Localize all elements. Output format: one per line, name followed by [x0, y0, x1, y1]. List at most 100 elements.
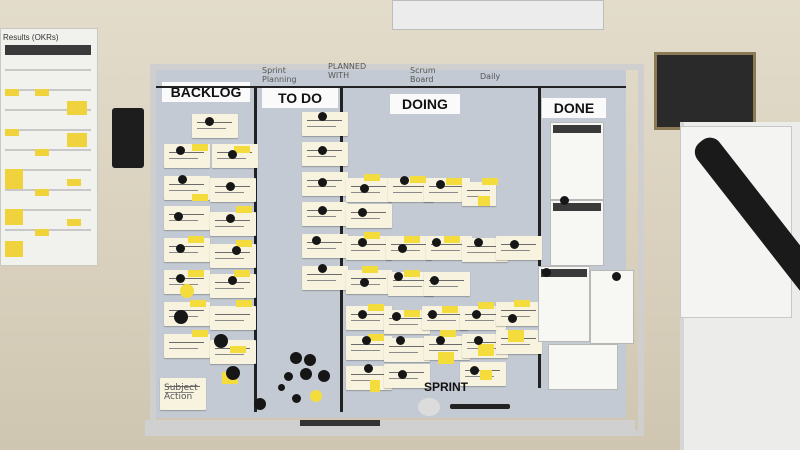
magnet [174, 212, 183, 221]
wall-speaker [112, 108, 144, 168]
magnet [400, 176, 409, 185]
magnet [176, 146, 185, 155]
okr-yellow-chip [35, 149, 49, 156]
okr-yellow-chip [67, 101, 87, 115]
magnet [232, 246, 241, 255]
okr-yellow-chip [5, 209, 23, 225]
okr-row [5, 209, 91, 211]
yellow-tab [404, 236, 420, 243]
doing-note [384, 338, 430, 362]
magnet [178, 175, 187, 184]
yellow-tab [234, 270, 250, 277]
smiley-magnet-icon [310, 390, 322, 402]
column-header-todo: TO DO [262, 88, 338, 108]
magnet [612, 272, 621, 281]
handwritten-daily: Daily [480, 72, 501, 81]
doing-note [496, 236, 542, 260]
magnet [226, 214, 235, 223]
magnet [508, 314, 517, 323]
magnet [290, 352, 302, 364]
eraser [418, 398, 440, 416]
magnet [474, 238, 483, 247]
yellow-tab [444, 236, 460, 243]
doing-note [346, 270, 392, 294]
okr-yellow-chip [5, 129, 19, 136]
magnet [436, 180, 445, 189]
framed-poster [654, 52, 756, 130]
magnet [392, 312, 401, 321]
magnet [360, 184, 369, 193]
magnet [398, 244, 407, 253]
done-document [550, 200, 604, 266]
magnet [174, 310, 188, 324]
smiley-magnet-icon [180, 284, 194, 298]
yellow-tab [188, 236, 204, 243]
magnet [318, 146, 327, 155]
yellow-tab [192, 330, 208, 337]
air-conditioner [392, 0, 604, 30]
magnet [318, 178, 327, 187]
yellow-tab [364, 232, 380, 239]
doing-note [346, 236, 392, 260]
magnet [312, 236, 321, 245]
magnet [396, 336, 405, 345]
magnet [304, 354, 316, 366]
okr-yellow-chip [35, 89, 49, 96]
magnet [398, 370, 407, 379]
yellow-tab [234, 146, 250, 153]
done-document [538, 266, 590, 342]
magnet [358, 310, 367, 319]
column-header-doing: DOING [390, 94, 460, 114]
magnet [358, 238, 367, 247]
backlog-note [210, 306, 256, 330]
magnet [362, 336, 371, 345]
done-document [590, 270, 634, 344]
yellow-tab [410, 176, 426, 183]
magnet [472, 310, 481, 319]
okr-yellow-chip [5, 169, 23, 189]
okr-row [5, 169, 91, 171]
handwritten-sprint-planning: Sprint Planning [262, 66, 297, 84]
magnet [432, 238, 441, 247]
magnet [510, 240, 519, 249]
okr-sheet: Results (OKRs) [0, 28, 98, 266]
okr-header-bar [5, 45, 91, 55]
okr-row [5, 69, 91, 71]
magnet [214, 334, 228, 348]
magnet [560, 196, 569, 205]
yellow-tab [368, 334, 384, 341]
okr-row [5, 129, 91, 131]
handwritten-scrum-board: Scrum Board [410, 66, 436, 84]
magnet [318, 206, 327, 215]
yellow-tab [192, 194, 208, 201]
yellow-tab [230, 346, 246, 353]
okr-yellow-chip [5, 241, 23, 257]
yellow-tab [478, 196, 490, 206]
board-tray [145, 420, 635, 436]
magnet [278, 384, 285, 391]
magnet [300, 368, 312, 380]
doing-note [346, 204, 392, 228]
okr-row [5, 109, 91, 111]
magnet [318, 370, 330, 382]
backlog-note [210, 244, 256, 268]
magnet [430, 276, 439, 285]
magnet [228, 276, 237, 285]
yellow-tab [192, 144, 208, 151]
magnet [360, 278, 369, 287]
magnet [394, 272, 403, 281]
handwritten-subject-action: Subject Action [164, 383, 198, 402]
okr-yellow-chip [35, 189, 49, 196]
magnet [176, 274, 185, 283]
yellow-tab [370, 380, 380, 392]
magnet [284, 372, 293, 381]
okr-yellow-chip [67, 133, 87, 147]
magnet [226, 182, 235, 191]
magnet [205, 117, 214, 126]
backlog-note [164, 206, 210, 230]
magnet [474, 336, 483, 345]
doing-note [346, 178, 392, 202]
marker [300, 420, 380, 426]
yellow-tab [236, 240, 252, 247]
sprint-label: SPRINT [424, 380, 469, 394]
